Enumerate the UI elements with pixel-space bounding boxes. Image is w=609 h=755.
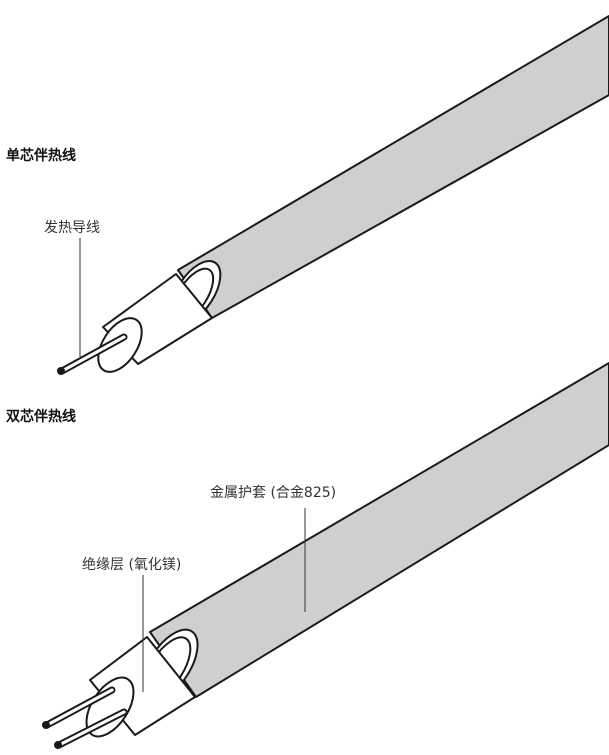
dual-core-cable [42, 362, 609, 749]
single-sheath [177, 15, 609, 319]
dual-core-title: 双芯伴热线 [6, 408, 76, 425]
single-conductor-end [57, 367, 65, 375]
dual-conductor-wire-2-highlight [59, 710, 126, 746]
insulation-label: 绝缘层 (氧化镁) [82, 557, 181, 573]
sheath-label: 金属护套 (合金825) [210, 485, 336, 501]
conductor-label: 发热导线 [44, 220, 100, 236]
dual-conductor-wire-1-highlight [47, 688, 114, 726]
single-insulation-end [97, 317, 143, 373]
single-core-title: 单芯伴热线 [6, 147, 76, 164]
dual-conductor-end-2 [54, 741, 62, 749]
dual-conductor-end-1 [42, 721, 50, 729]
single-core-cable [57, 15, 609, 375]
single-conductor-wire-highlight [62, 335, 126, 372]
dual-sheath [149, 362, 609, 698]
